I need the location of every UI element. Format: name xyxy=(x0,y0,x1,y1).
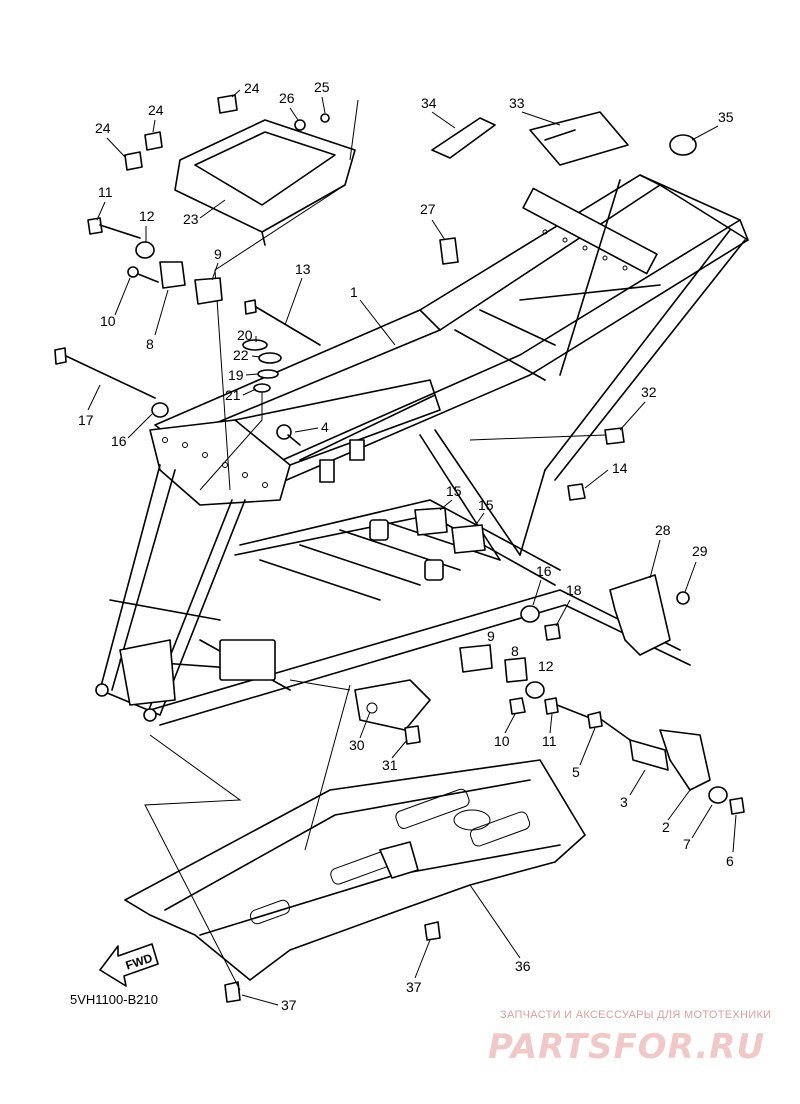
callout-24a: 24 xyxy=(244,80,260,96)
right-top-parts xyxy=(431,111,697,501)
callout-24b: 24 xyxy=(148,102,164,118)
watermark: ЗАПЧАСТИ И АКСЕССУАРЫ ДЛЯ МОТОТЕХНИКИ PA… xyxy=(488,1009,771,1067)
callout-15a: 15 xyxy=(446,483,462,499)
callout-27: 27 xyxy=(420,201,436,217)
callout-16a: 16 xyxy=(111,433,127,449)
lower-right-hardware xyxy=(459,644,745,815)
callout-9a: 9 xyxy=(214,246,222,262)
callout-19: 19 xyxy=(228,367,244,383)
callout-3: 3 xyxy=(620,794,628,810)
callout-9b: 9 xyxy=(487,628,495,644)
callout-37a: 37 xyxy=(406,979,422,995)
callout-30: 30 xyxy=(349,737,365,753)
callout-7: 7 xyxy=(683,836,691,852)
callout-23: 23 xyxy=(183,211,199,227)
callout-25: 25 xyxy=(314,79,330,95)
callout-35: 35 xyxy=(718,109,734,125)
callouts: 1 2 3 4 5 6 7 8 8 9 9 10 10 11 11 12 12 … xyxy=(78,79,737,1013)
main-frame xyxy=(95,174,749,726)
callout-6: 6 xyxy=(726,853,734,869)
engine-mounts-right xyxy=(414,507,690,656)
callout-33: 33 xyxy=(509,95,525,111)
callout-13: 13 xyxy=(295,261,311,277)
callout-12b: 12 xyxy=(538,658,554,674)
callout-5: 5 xyxy=(572,764,580,780)
callout-18: 18 xyxy=(566,582,582,598)
diagram-code: 5VH1100-B210 xyxy=(70,992,158,1007)
callout-36: 36 xyxy=(515,958,531,974)
callout-8a: 8 xyxy=(146,336,154,352)
bracket-30 xyxy=(289,679,431,745)
callout-32: 32 xyxy=(641,384,657,400)
callout-10b: 10 xyxy=(494,733,510,749)
watermark-tagline: ЗАПЧАСТИ И АКСЕССУАРЫ ДЛЯ МОТОТЕХНИКИ xyxy=(500,1009,771,1021)
left-mount-hardware xyxy=(54,217,321,491)
callout-16b: 16 xyxy=(536,563,552,579)
callout-14: 14 xyxy=(612,460,628,476)
callout-4: 4 xyxy=(321,419,329,435)
skid-plate xyxy=(124,684,586,1003)
callout-24c: 24 xyxy=(95,120,111,136)
callout-22: 22 xyxy=(233,347,249,363)
callout-37b: 37 xyxy=(281,997,297,1013)
callout-21: 21 xyxy=(225,387,241,403)
fwd-arrow: FWD xyxy=(99,943,159,987)
callout-17: 17 xyxy=(78,412,94,428)
callout-12a: 12 xyxy=(139,208,155,224)
callout-29: 29 xyxy=(692,543,708,559)
callout-1: 1 xyxy=(350,284,358,300)
callout-31: 31 xyxy=(382,757,398,773)
watermark-brand: PARTSFOR.RU xyxy=(488,1027,765,1067)
callout-34: 34 xyxy=(421,95,437,111)
callout-28: 28 xyxy=(655,522,671,538)
callout-15b: 15 xyxy=(478,497,494,513)
callout-11a: 11 xyxy=(98,184,113,200)
callout-10a: 10 xyxy=(100,313,116,329)
callout-11b: 11 xyxy=(542,733,557,749)
callout-20: 20 xyxy=(237,327,253,343)
callout-8b: 8 xyxy=(511,643,519,659)
callout-26: 26 xyxy=(279,90,295,106)
callout-2: 2 xyxy=(662,819,670,835)
